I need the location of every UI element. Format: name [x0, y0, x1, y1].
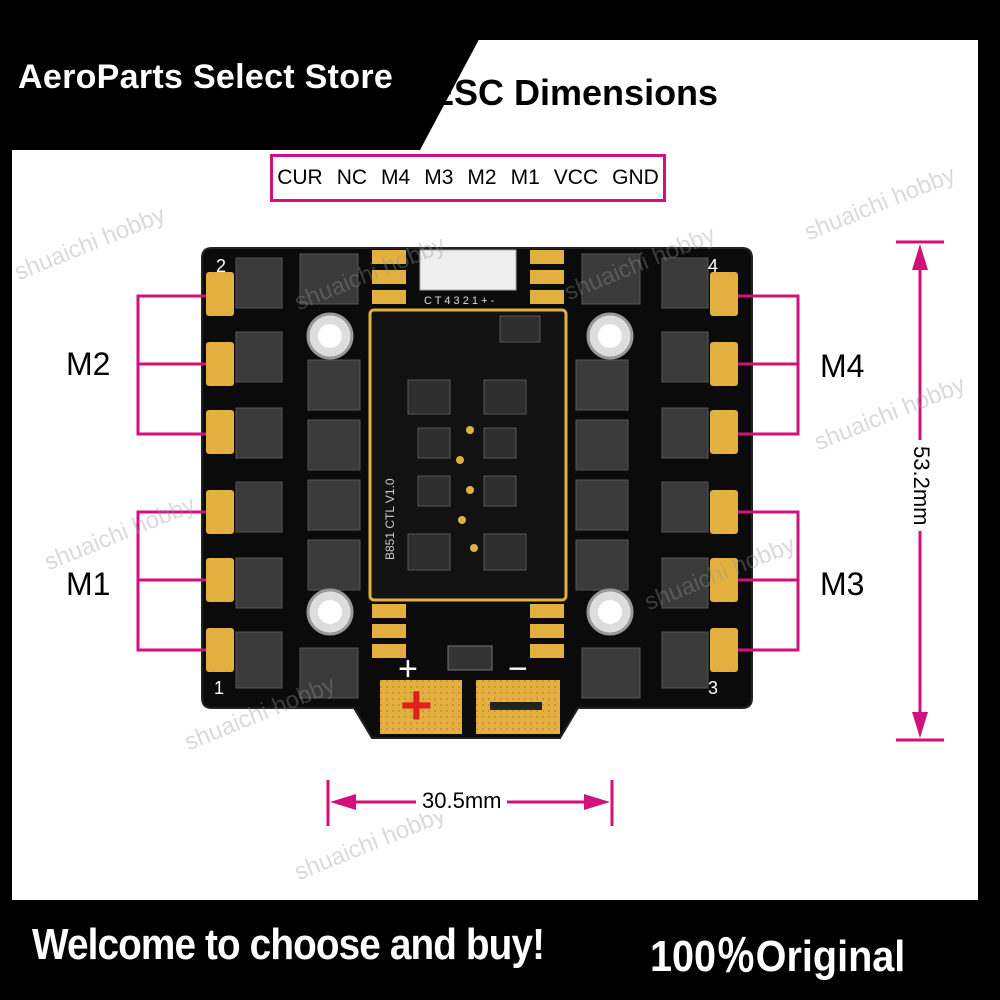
right-pads — [710, 272, 738, 672]
pin-label: CUR — [277, 166, 323, 189]
pin-label-box: CUR NC M4 M3 M2 M1 VCC GND — [270, 154, 666, 202]
connector-label: C T 4 3 2 1 + - — [424, 295, 495, 307]
corner-3: 3 — [708, 678, 718, 698]
corner-2: 2 — [216, 256, 226, 276]
welcome-text: Welcome to choose and buy! — [32, 920, 545, 969]
original-badge: 100％Original — [650, 932, 906, 981]
motor-label-m4: M4 — [820, 348, 865, 384]
footer-bar — [0, 900, 1000, 1000]
corner-1: 1 — [214, 678, 224, 698]
page-title: ESC Dimensions — [430, 72, 719, 113]
pin-label: M2 — [467, 166, 497, 189]
pin-label: NC — [336, 166, 368, 189]
pin-label: M1 — [510, 166, 540, 189]
left-pads — [206, 272, 234, 672]
width-dimension-label: 30.5mm — [416, 788, 508, 814]
pin-label: VCC — [553, 166, 599, 189]
store-name: AeroParts Select Store — [18, 58, 394, 96]
minus-silk: − — [508, 650, 528, 688]
corner-4: 4 — [708, 256, 718, 276]
motor-label-m2: M2 — [66, 346, 111, 382]
motor-brackets — [136, 294, 800, 652]
mounting-holes — [306, 312, 634, 636]
pin-label: M4 — [381, 166, 411, 189]
plus-silk: + — [398, 650, 418, 688]
board-model: B851 CTL V1.0 — [383, 478, 397, 560]
plus-symbol: + — [400, 673, 433, 736]
pin-label: GND — [612, 166, 659, 189]
height-dimension-label: 53.2mm — [908, 440, 934, 532]
mosfets — [235, 253, 709, 699]
motor-label-m1: M1 — [66, 566, 111, 602]
store-banner — [0, 0, 500, 150]
pin-label: M3 — [424, 166, 454, 189]
motor-label-m3: M3 — [820, 566, 865, 602]
